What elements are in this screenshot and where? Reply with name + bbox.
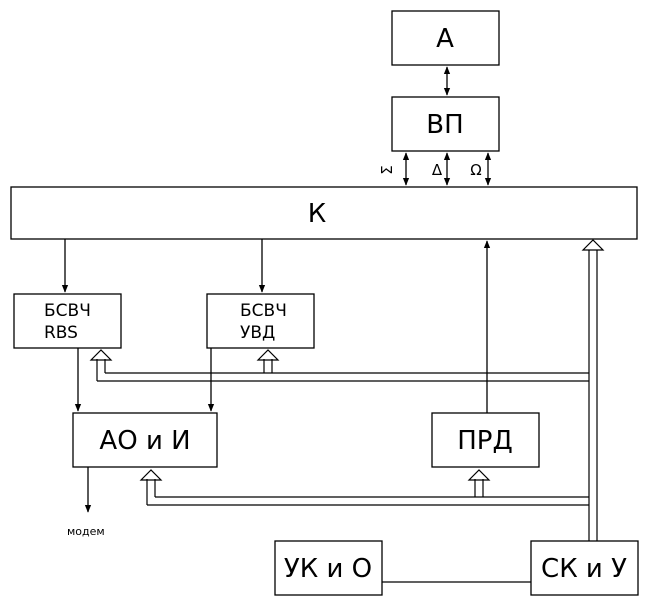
- block-ao-i-label: АО и И: [99, 426, 190, 456]
- block-bsvch-rbs-line2: RBS: [44, 323, 78, 343]
- bus-sku-k: [581, 239, 605, 541]
- block-vp-label: ВП: [426, 110, 463, 140]
- block-a-label: А: [436, 24, 454, 54]
- block-a: А: [391, 10, 500, 66]
- block-sk-u-label: СК и У: [541, 554, 627, 584]
- block-bsvch-rbs: БСВЧ RBS: [13, 293, 122, 349]
- bus-to-bsvch: [89, 349, 589, 382]
- block-bsvch-uvd: БСВЧ УВД: [206, 293, 315, 349]
- block-bsvch-uvd-line1: БСВЧ: [240, 301, 287, 321]
- block-uk-o-label: УК и О: [284, 554, 372, 584]
- bus-to-ao-prd: [139, 469, 589, 506]
- block-ao-i: АО и И: [72, 412, 218, 468]
- modem-label: модем: [67, 525, 105, 538]
- block-bsvch-rbs-line1: БСВЧ: [44, 301, 91, 321]
- block-uk-o: УК и О: [274, 540, 383, 596]
- block-bsvch-uvd-line2: УВД: [240, 323, 275, 343]
- block-vp: ВП: [391, 96, 500, 152]
- block-k: К: [10, 186, 638, 240]
- block-k-label: К: [308, 199, 326, 229]
- sigma-label: Σ: [378, 165, 396, 174]
- delta-label: Δ: [432, 161, 443, 179]
- block-prd: ПРД: [431, 412, 540, 468]
- block-prd-label: ПРД: [457, 426, 513, 456]
- block-sk-u: СК и У: [530, 540, 639, 596]
- omega-label: Ω: [470, 161, 481, 179]
